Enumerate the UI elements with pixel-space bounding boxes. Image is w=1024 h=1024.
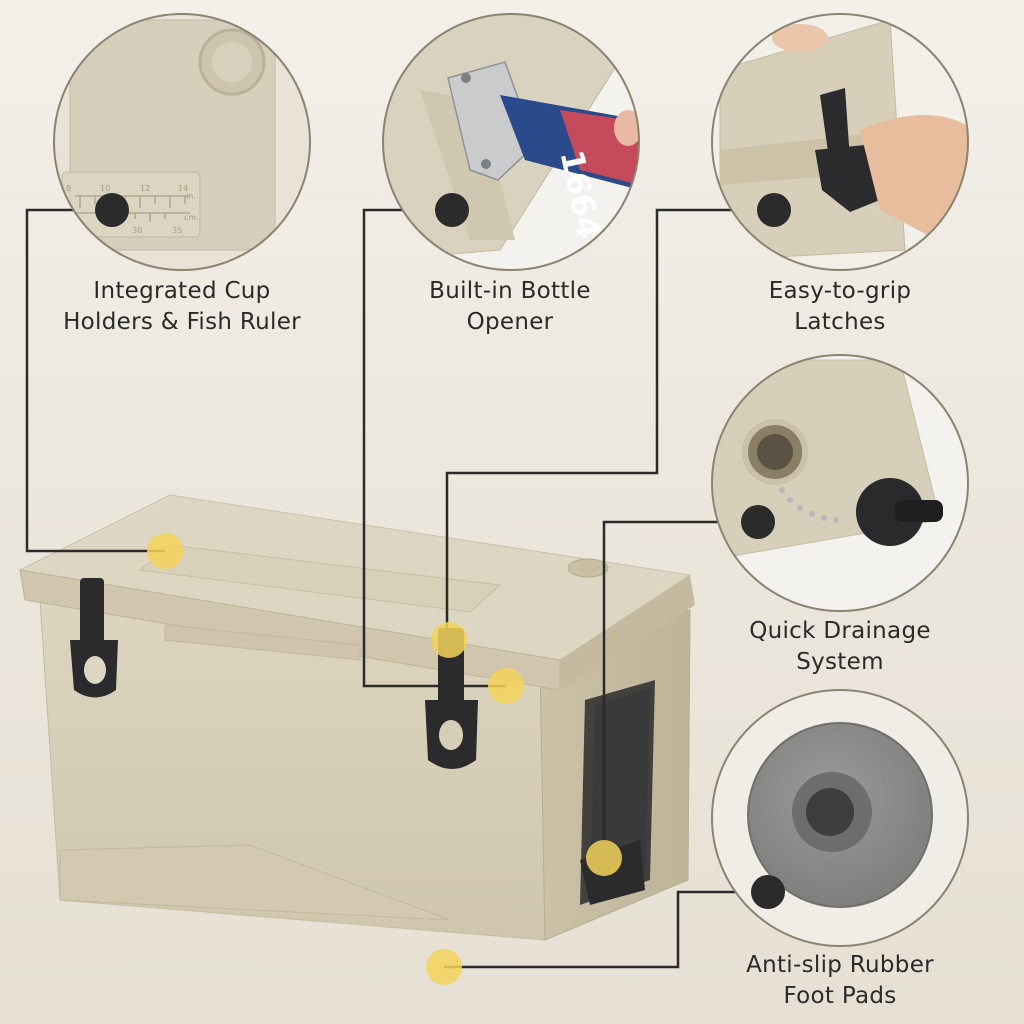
ruler-inch-12: 12 [140,184,150,193]
feature-label-bottle-opener: Built-in Bottle Opener [380,276,640,338]
feature-label-drainage: Quick Drainage System [710,616,970,678]
highlight-dot-feet [426,949,462,985]
highlight-dot-drain [586,840,622,876]
highlight-dot-latch [431,622,467,658]
marker-dot-feet [751,875,785,909]
feature-label-line: Foot Pads [783,983,897,1009]
feature-label-line: Easy-to-grip [768,278,912,304]
feature-label-line: Opener [466,309,554,335]
detail-circle-drainage [711,354,969,612]
connector-feet [444,890,768,969]
ruler-inch-8: 8 [66,184,71,193]
feature-label-line: Latches [794,309,886,335]
cooler-illustration [18,494,695,941]
feature-label-latches: Easy-to-grip Latches [710,276,970,338]
marker-dot-latch [757,193,791,227]
feature-label-line: System [796,649,884,675]
feature-label-line: Holders & Fish Ruler [63,309,301,335]
connector-latch [445,208,774,640]
ruler-cm-unit: cm. [184,213,199,222]
marker-dot-drain [741,505,775,539]
highlight-dots [147,533,622,985]
highlight-dot-cup [147,533,183,569]
connector-drain [602,520,758,858]
feature-label-line: Anti-slip Rubber [746,952,934,978]
latch-left [70,578,118,698]
detail-circle-cup-holders: 8 10 12 14 in. 30 35 cm. [53,13,311,271]
ruler-cm-30: 30 [132,226,142,235]
marker-dot-cup [95,193,129,227]
ruler-inch-unit: in. [186,192,196,201]
feature-label-foot-pads: Anti-slip Rubber Foot Pads [700,950,980,1012]
ruler-cm-35: 35 [172,226,182,235]
detail-circle-bottle-opener: 1664 [382,13,640,271]
feature-label-cup-holders: Integrated Cup Holders & Fish Ruler [42,276,322,338]
detail-circle-foot-pads [711,689,969,947]
highlight-dot-opener [488,668,524,704]
ruler-inch-10: 10 [100,184,110,193]
connector-cup [25,208,165,553]
feature-label-line: Quick Drainage [749,618,931,644]
marker-dot-opener [435,193,469,227]
ruler-inch-14: 14 [178,184,188,193]
feature-label-line: Integrated Cup [93,278,271,304]
detail-circle-latches [711,13,969,271]
feature-label-line: Built-in Bottle [429,278,591,304]
